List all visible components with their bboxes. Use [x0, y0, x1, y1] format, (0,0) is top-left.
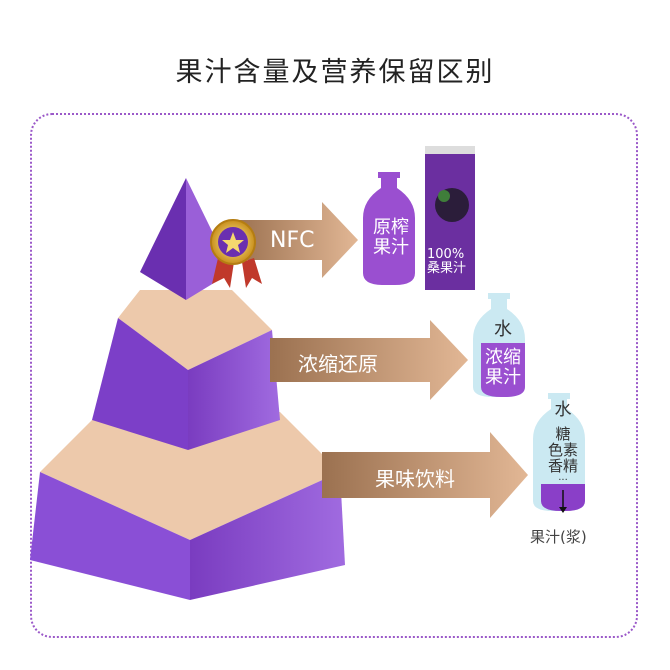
pyramid-tier-bottom: [30, 412, 345, 600]
arrow-label-nfc: NFC: [270, 228, 315, 253]
carton-label: 100% 桑果汁: [427, 248, 466, 276]
bottle-flavored-text: 水 糖 色素 香精 ...: [541, 400, 585, 483]
bottle-text-line: 原榨: [373, 217, 409, 238]
page-title: 果汁含量及营养保留区别: [175, 57, 495, 88]
bottle-nfc-text: 原榨 果汁: [366, 218, 416, 258]
carton-label-percent: 100%: [427, 247, 465, 262]
bottle-text-line: 果汁: [373, 237, 409, 258]
bottle-text-line: 香精: [547, 457, 578, 475]
bottle-text-line: ...: [558, 472, 568, 483]
arrow-label-concentrate: 浓缩还原: [298, 352, 378, 376]
bottle-text-line: 浓缩: [485, 347, 521, 368]
bottle-concentrate-text: 浓缩 果汁: [481, 348, 525, 388]
arrow-concentrate: [270, 320, 468, 400]
bottle-text-line: 糖: [555, 425, 571, 443]
pyramid-tier-middle: [92, 290, 280, 450]
bottle-water-label: 水: [494, 319, 512, 340]
bottle-text-line: 色素: [547, 441, 578, 459]
arrow-flavored: [322, 432, 528, 518]
bottle-flavored: [533, 393, 585, 513]
carton-label-name: 桑果汁: [427, 261, 467, 276]
arrow-nfc: [235, 202, 358, 278]
medal-icon: [210, 219, 262, 288]
bottle-text-line: 水: [554, 400, 572, 420]
juice-carton-image: [425, 146, 475, 290]
dotted-frame: [30, 113, 638, 638]
bottle-nfc: [363, 172, 415, 285]
arrow-label-flavored: 果味饮料: [375, 467, 455, 491]
juice-pulp-caption: 果汁(浆): [530, 528, 587, 546]
bottle-concentrate: [473, 293, 525, 397]
bottle-text-line: 果汁: [485, 367, 521, 388]
